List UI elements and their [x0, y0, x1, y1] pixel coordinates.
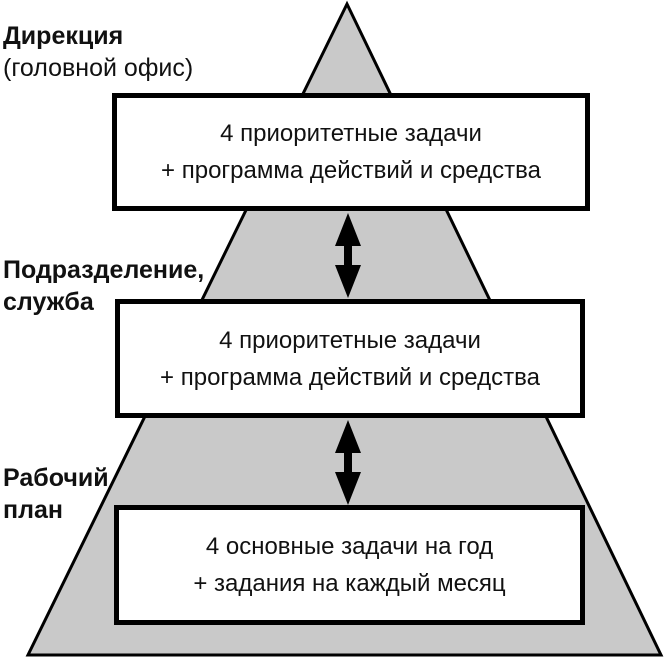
bidirectional-arrow-icon	[335, 420, 361, 505]
level-label-department: Подразделение, служба	[3, 254, 204, 318]
level-box-department: 4 приоритетные задачи + программа действ…	[115, 299, 585, 418]
level-label-line: (головной офис)	[3, 54, 194, 82]
level-label-line: Рабочий	[3, 464, 109, 492]
box-text-line: + программа действий и средства	[161, 157, 541, 184]
level-label-line: служба	[3, 288, 94, 316]
level-label-directorate: Дирекция (головной офис)	[3, 20, 193, 84]
level-label-line: Дирекция	[3, 22, 124, 50]
level-label-work-plan: Рабочий план	[3, 462, 109, 526]
box-text-line: + задания на каждый месяц	[193, 570, 506, 597]
box-text-line: 4 приоритетные задачи	[219, 326, 481, 354]
box-text-line: 4 основные задачи на год	[205, 533, 494, 560]
level-box-work-plan: 4 основные задачи на год + задания на ка…	[114, 505, 585, 625]
bidirectional-arrow-icon	[335, 213, 361, 298]
box-text-line: + программа действий и средства	[160, 363, 540, 391]
box-text-line: 4 приоритетные задачи	[220, 120, 482, 147]
level-box-directorate: 4 приоритетные задачи + программа действ…	[112, 93, 590, 211]
level-label-line: план	[3, 496, 63, 524]
level-label-line: Подразделение,	[3, 256, 205, 284]
